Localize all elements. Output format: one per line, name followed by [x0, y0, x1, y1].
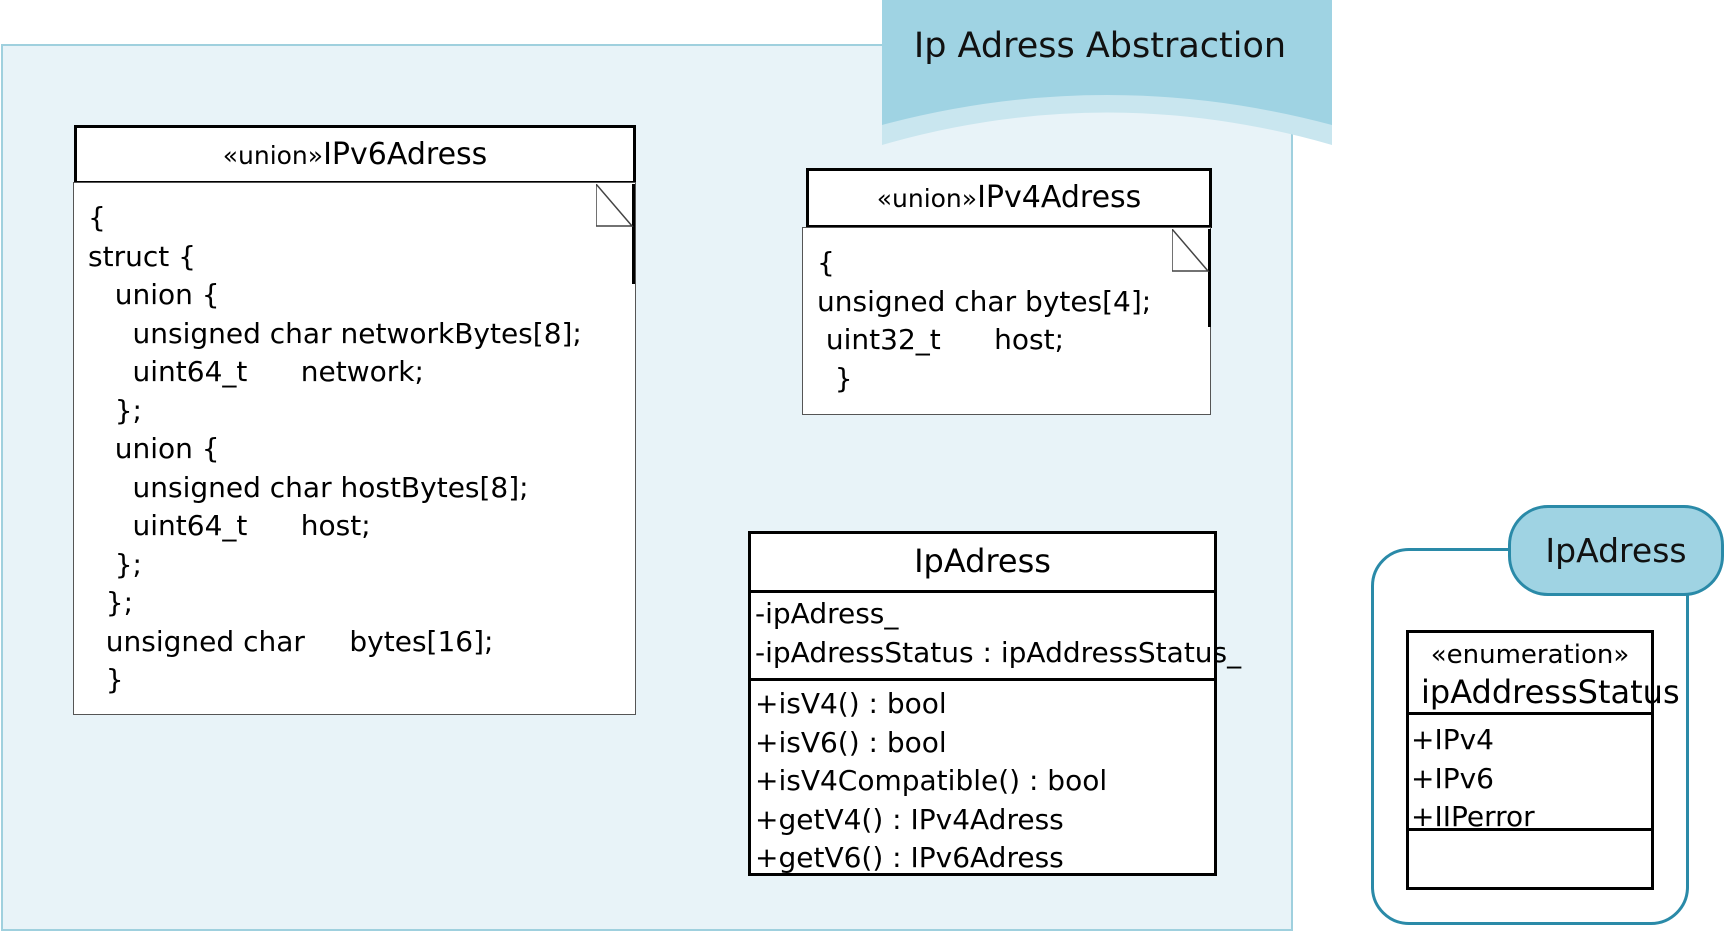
ipv4-name: IPv4Adress — [977, 180, 1142, 215]
class-attribute: -ipAdressStatus : ipAddressStatus_ — [755, 635, 1242, 669]
code-line: }; — [88, 586, 134, 619]
class-operation: +isV4Compatible() : bool — [755, 764, 1108, 797]
enum-header: «enumeration» ipAddressStatus — [1409, 633, 1680, 715]
ipv6-note-edge — [632, 184, 635, 284]
enum-literal: +IPv4 — [1411, 723, 1494, 756]
ipv4-note-header[interactable]: «union»IPv4Adress — [806, 168, 1212, 228]
ipv6-name: IPv6Adress — [323, 137, 488, 172]
class-operations: +isV4() : bool +isV6() : bool +isV4Compati… — [751, 681, 1214, 878]
class-operation: +isV6() : bool — [755, 725, 947, 759]
class-operation: +isV4() : bool — [755, 687, 947, 720]
code-line: } — [817, 361, 853, 395]
code-line: struct { — [88, 239, 196, 273]
enum-literals: +IPv4 +IPv6 +IIPerror — [1409, 715, 1651, 833]
code-line: unsigned char bytes[16]; — [88, 624, 494, 658]
class-name: IpAdress — [751, 534, 1214, 593]
ipv6-stereotype: «union» — [222, 141, 324, 170]
class-attribute: -ipAdress_ — [755, 597, 899, 630]
class-attributes: -ipAdress_ -ipAdressStatus : ipAddressSta… — [751, 593, 1242, 681]
ipadress-class[interactable]: IpAdress -ipAdress_ -ipAdressStatus : ipA… — [748, 531, 1242, 878]
code-line: uint64_t network; — [88, 355, 424, 388]
code-line: { — [88, 201, 106, 234]
code-line: { — [817, 246, 835, 279]
note-fold-icon — [1171, 226, 1210, 277]
code-line: union { — [88, 432, 220, 465]
enum-literal: +IPv6 — [1411, 761, 1494, 795]
enum-box[interactable]: «enumeration» ipAddressStatus +IPv4 +IPv6… — [1406, 630, 1680, 890]
code-line: unsigned char networkBytes[8]; — [88, 316, 582, 350]
ipv6-note-body: { struct { union { unsigned char networkB… — [73, 182, 636, 715]
class-operation: +getV6() : IPv6Adress — [755, 841, 1064, 874]
package-title: Ip Adress Abstraction — [913, 26, 1287, 66]
enum-literal: +IIPerror — [1411, 800, 1535, 833]
code-line: }; — [88, 547, 142, 581]
class-operation: +getV4() : IPv4Adress — [755, 802, 1064, 836]
ipv6-note-header[interactable]: «union»IPv6Adress — [74, 125, 636, 184]
code-line: } — [88, 663, 124, 696]
code-line: unsigned char hostBytes[8]; — [88, 470, 529, 504]
code-line: unsigned char bytes[4]; — [817, 284, 1152, 318]
code-line: uint64_t host; — [88, 509, 371, 542]
package-tab — [882, 0, 1332, 145]
enum-name: ipAddressStatus — [1421, 673, 1680, 711]
note-fold-icon — [595, 181, 634, 232]
code-line: union { — [88, 278, 220, 311]
enum-stereotype: «enumeration» — [1430, 640, 1630, 670]
code-line: }; — [88, 393, 142, 427]
ipadress-namespace-tab[interactable]: IpAdress — [1508, 505, 1724, 596]
ipv4-note-edge — [1208, 229, 1211, 327]
ipv4-note-body: {unsigned char bytes[4]; uint32_t host; … — [802, 227, 1211, 415]
ipv4-stereotype: «union» — [876, 184, 978, 213]
code-line: uint32_t host; — [817, 323, 1065, 356]
